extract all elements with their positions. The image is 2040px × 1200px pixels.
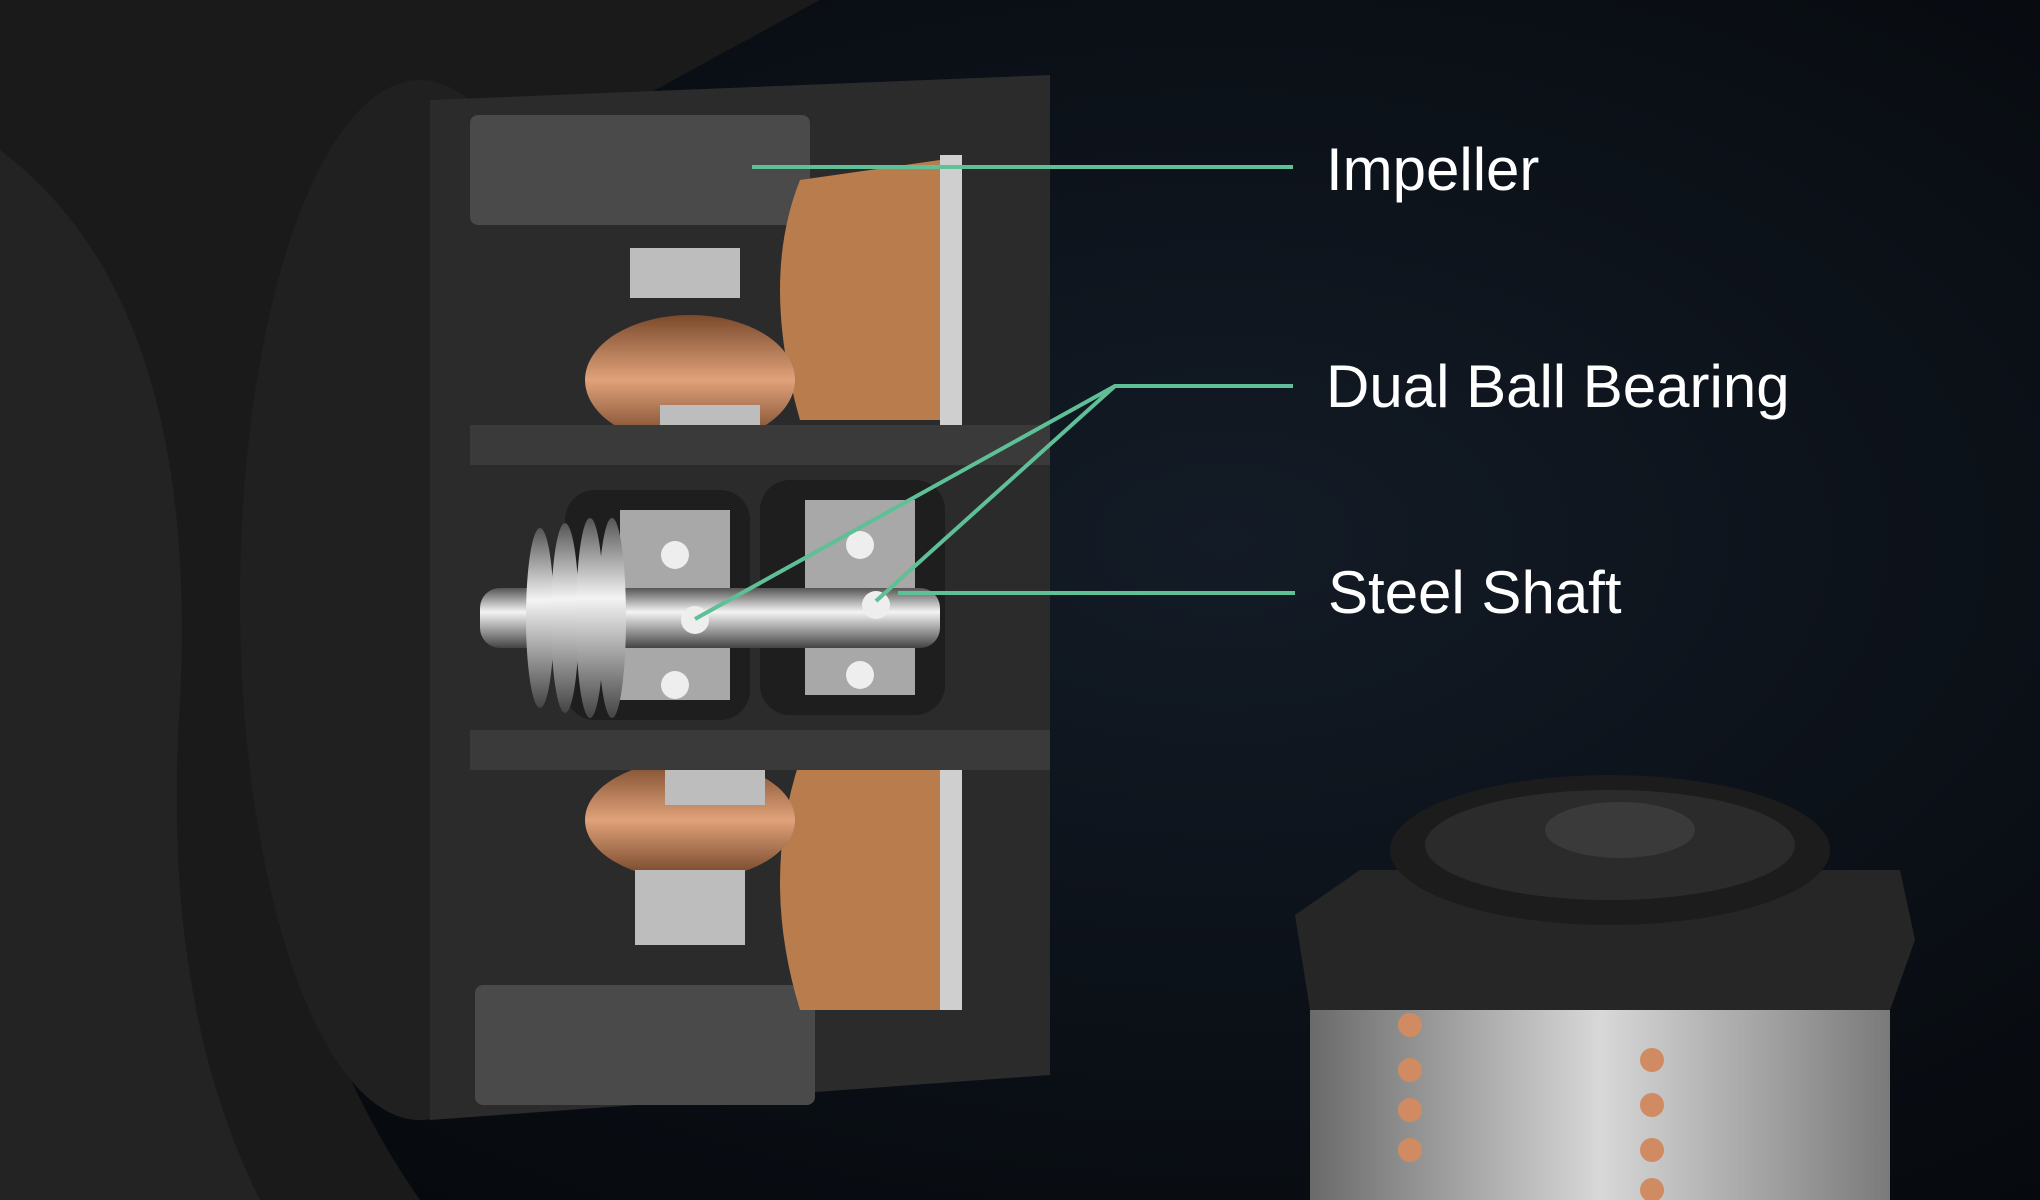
impeller-top — [470, 115, 810, 225]
spring — [526, 518, 626, 718]
balls — [661, 531, 890, 699]
cpu-cooler-product — [1295, 775, 1915, 1200]
leader-lines — [694, 165, 1295, 621]
bearing-leader-right — [874, 384, 1117, 603]
motor-hub-cutaway — [430, 75, 1050, 1120]
magnet-top — [780, 160, 940, 420]
impeller-bottom — [475, 985, 815, 1105]
shaft-label: Steel Shaft — [1328, 559, 1622, 626]
magnet-bottom — [780, 750, 940, 1010]
impeller-label: Impeller — [1326, 136, 1540, 203]
bearing-label: Dual Ball Bearing — [1326, 353, 1790, 420]
